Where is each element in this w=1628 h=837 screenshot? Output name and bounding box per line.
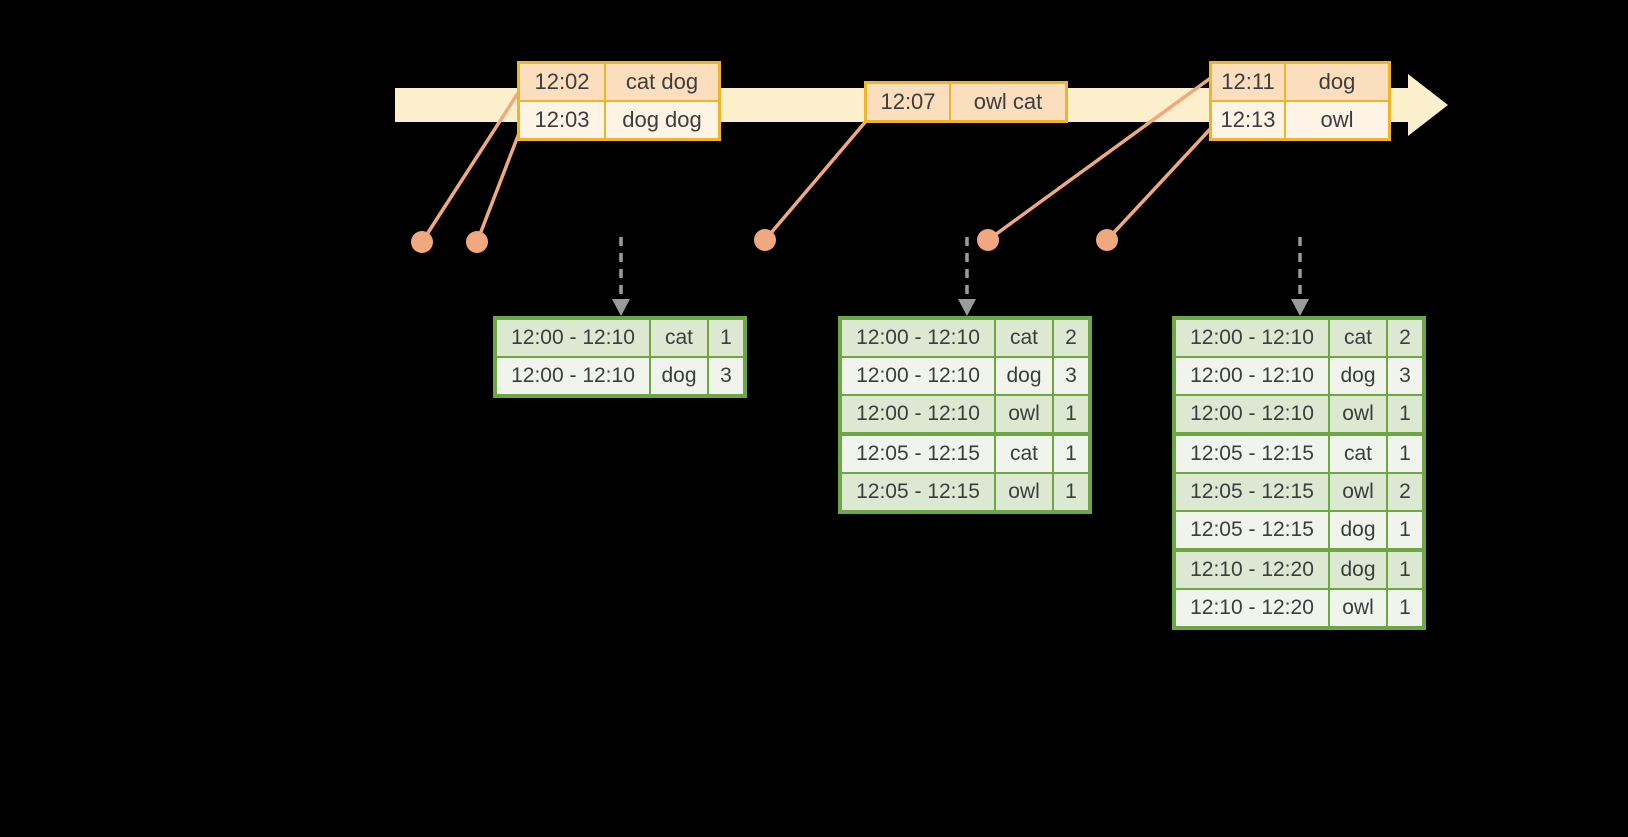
event-words-cell: cat dog — [606, 64, 718, 100]
result-window-cell: 12:00 - 12:10 — [1176, 320, 1328, 356]
event-words-cell: dog — [1286, 64, 1388, 100]
event-dot-icon — [1096, 229, 1118, 251]
event-link-line — [763, 118, 869, 242]
result-count-cell: 1 — [709, 320, 743, 356]
event-link-line — [475, 127, 523, 243]
result-word-cell: dog — [1330, 358, 1386, 394]
result-count-cell: 3 — [1054, 358, 1088, 394]
result-window-cell: 12:05 - 12:15 — [842, 436, 994, 472]
event-time-cell: 12:11 — [1212, 64, 1284, 100]
event-time-cell: 12:07 — [867, 84, 949, 120]
result-window-cell: 12:05 - 12:15 — [1176, 512, 1328, 548]
result-count-cell: 2 — [1054, 320, 1088, 356]
event-words-cell: owl — [1286, 102, 1388, 138]
result-word-cell: dog — [1330, 512, 1386, 548]
result-window-cell: 12:05 - 12:15 — [1176, 474, 1328, 510]
result-window-cell: 12:00 - 12:10 — [842, 320, 994, 356]
result-count-cell: 1 — [1054, 436, 1088, 472]
result-count-cell: 3 — [1388, 358, 1422, 394]
result-count-cell: 1 — [1054, 396, 1088, 432]
result-window-cell: 12:00 - 12:10 — [497, 358, 649, 394]
result-count-cell: 1 — [1388, 512, 1422, 548]
result-count-cell: 1 — [1388, 590, 1422, 626]
result-word-cell: owl — [996, 396, 1052, 432]
result-word-cell: owl — [1330, 474, 1386, 510]
event-time-cell: 12:13 — [1212, 102, 1284, 138]
result-count-cell: 1 — [1388, 552, 1422, 588]
result-word-cell: dog — [996, 358, 1052, 394]
event-time-cell: 12:03 — [520, 102, 604, 138]
result-window-cell: 12:10 - 12:20 — [1176, 552, 1328, 588]
event-link-line — [420, 89, 522, 243]
result-word-cell: cat — [1330, 320, 1386, 356]
result-word-cell: dog — [1330, 552, 1386, 588]
result-count-cell: 2 — [1388, 320, 1422, 356]
event-link-line — [986, 75, 1214, 242]
result-count-cell: 2 — [1388, 474, 1422, 510]
result-count-cell: 1 — [1388, 436, 1422, 472]
event-dot-icon — [754, 229, 776, 251]
result-window-cell: 12:00 - 12:10 — [842, 358, 994, 394]
result-window-cell: 12:05 - 12:15 — [842, 474, 994, 510]
trigger-arrowhead-icon — [958, 299, 976, 316]
result-count-cell: 1 — [1054, 474, 1088, 510]
result-window-cell: 12:05 - 12:15 — [1176, 436, 1328, 472]
result-word-cell: dog — [651, 358, 707, 394]
result-word-cell: owl — [1330, 396, 1386, 432]
result-word-cell: cat — [996, 436, 1052, 472]
event-dot-icon — [411, 231, 433, 253]
result-window-cell: 12:00 - 12:10 — [1176, 396, 1328, 432]
result-word-cell: owl — [1330, 590, 1386, 626]
result-window-cell: 12:10 - 12:20 — [1176, 590, 1328, 626]
result-window-cell: 12:00 - 12:10 — [497, 320, 649, 356]
result-count-cell: 3 — [709, 358, 743, 394]
result-word-cell: cat — [1330, 436, 1386, 472]
result-window-cell: 12:00 - 12:10 — [842, 396, 994, 432]
trigger-arrowhead-icon — [1291, 299, 1309, 316]
event-time-cell: 12:02 — [520, 64, 604, 100]
event-dot-icon — [977, 229, 999, 251]
event-dot-icon — [466, 231, 488, 253]
result-word-cell: cat — [651, 320, 707, 356]
result-word-cell: owl — [996, 474, 1052, 510]
result-window-cell: 12:00 - 12:10 — [1176, 358, 1328, 394]
event-link-line — [1105, 124, 1215, 242]
result-count-cell: 1 — [1388, 396, 1422, 432]
event-words-cell: dog dog — [606, 102, 718, 138]
timeline-arrowhead-icon — [1408, 74, 1448, 136]
trigger-arrowhead-icon — [612, 299, 630, 316]
result-word-cell: cat — [996, 320, 1052, 356]
event-words-cell: owl cat — [951, 84, 1065, 120]
